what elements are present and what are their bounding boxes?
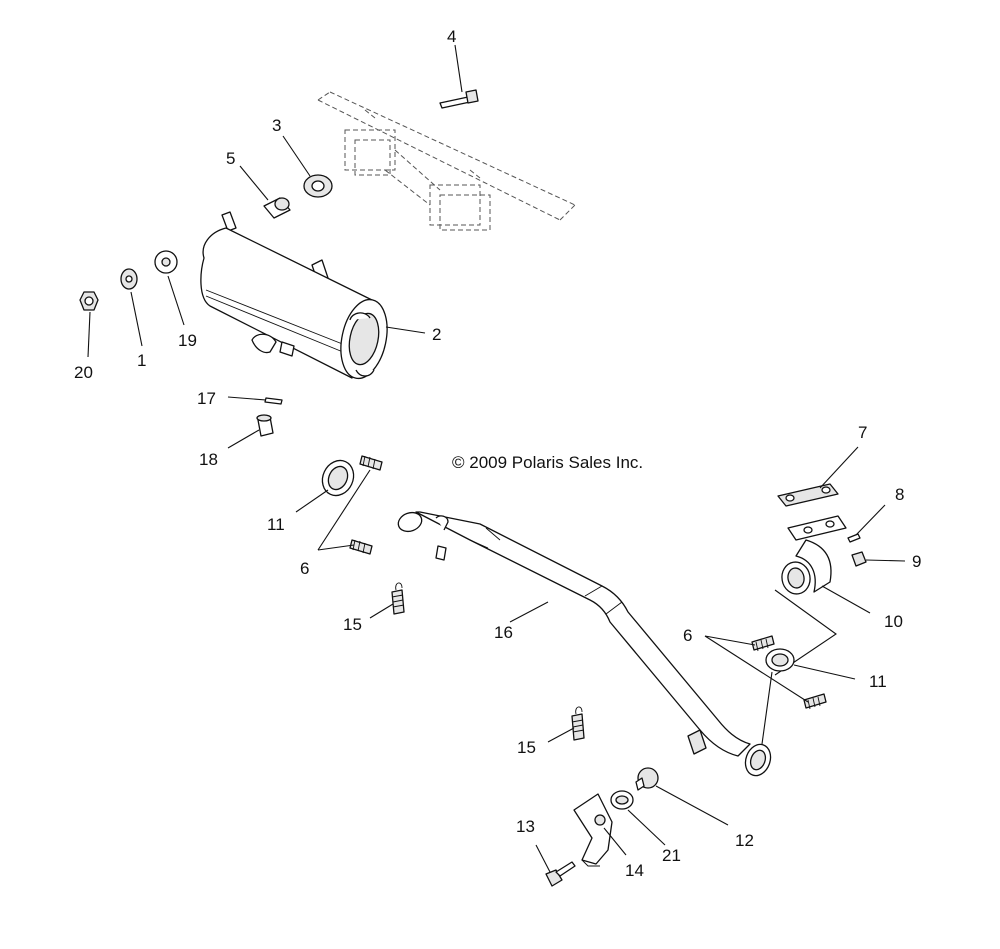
- part-bushing-5: [239, 165, 291, 219]
- part-plug-12: [635, 767, 729, 826]
- callout-8: 8: [895, 485, 904, 504]
- part-springs-6-left: [317, 455, 383, 555]
- part-springs-6-right: [704, 635, 827, 710]
- callout-13: 13: [516, 817, 535, 836]
- callout-7: 7: [858, 423, 867, 442]
- part-bracket-14: [573, 793, 627, 867]
- part-spring-15-right: [547, 706, 585, 743]
- callout-labels: 4 3 5 2 19 1 20 17 18 11 6 15 16 7 8 9 1…: [74, 27, 921, 880]
- callout-4: 4: [447, 27, 456, 46]
- part-grommet-3: [282, 135, 333, 198]
- copyright-text: © 2009 Polaris Sales Inc.: [452, 453, 643, 472]
- frame-reference: [317, 91, 576, 231]
- callout-18: 18: [199, 450, 218, 469]
- part-elbow-10: [774, 515, 871, 676]
- part-nut-9: [851, 551, 906, 567]
- callout-1: 1: [137, 351, 146, 370]
- part-stud-8: [847, 504, 886, 543]
- callout-6-right: 6: [683, 626, 692, 645]
- callout-3: 3: [272, 116, 281, 135]
- callout-17: 17: [197, 389, 216, 408]
- part-washer-21: [610, 790, 666, 846]
- callout-11-left: 11: [267, 515, 285, 534]
- callout-10: 10: [884, 612, 903, 631]
- part-gasket-11-right: [761, 648, 856, 745]
- part-pin-17: [227, 396, 283, 405]
- callout-14: 14: [625, 861, 644, 880]
- callout-16: 16: [494, 623, 513, 642]
- callout-11-right: 11: [869, 672, 887, 691]
- callout-21: 21: [662, 846, 681, 865]
- callout-12: 12: [735, 831, 754, 850]
- callout-15-right: 15: [517, 738, 536, 757]
- part-gasket-7: [777, 446, 859, 507]
- callout-20: 20: [74, 363, 93, 382]
- part-nut-20: [79, 291, 99, 358]
- callout-15-left: 15: [343, 615, 362, 634]
- part-bolt-4: [439, 44, 479, 109]
- part-gasket-11-left: [295, 459, 355, 513]
- part-washer-19: [154, 250, 185, 326]
- part-muffler-2: [200, 211, 426, 380]
- part-washer-1: [120, 268, 143, 347]
- part-screw-13: [535, 844, 576, 887]
- part-fitting-18: [227, 414, 274, 449]
- part-headpipe-16: [397, 511, 772, 777]
- callout-5: 5: [226, 149, 235, 168]
- part-spring-15-left: [369, 582, 405, 619]
- callout-2: 2: [432, 325, 441, 344]
- callout-6-left: 6: [300, 559, 309, 578]
- callout-19: 19: [178, 331, 197, 350]
- callout-9: 9: [912, 552, 921, 571]
